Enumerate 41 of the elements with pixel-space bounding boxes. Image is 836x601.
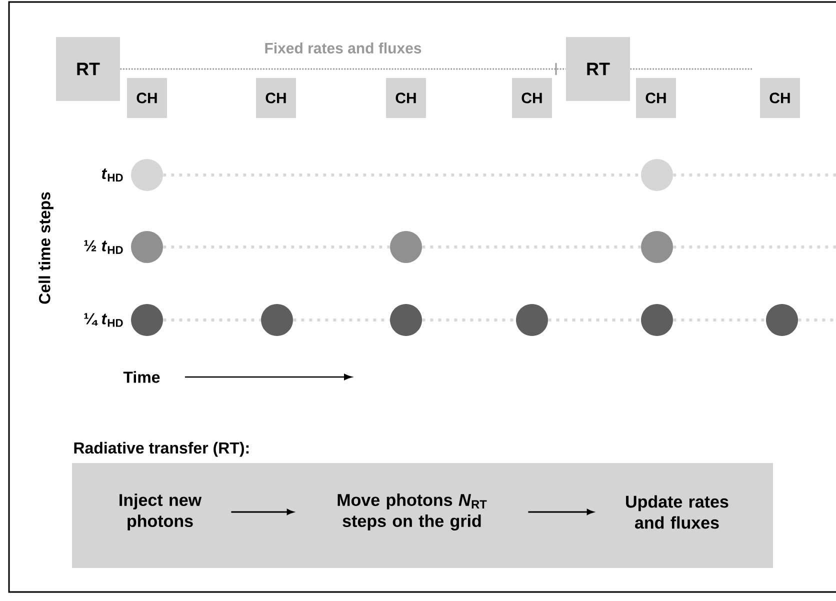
- connector-line: [673, 318, 766, 322]
- connector-line: [673, 246, 836, 248]
- time-step-dot: [516, 304, 548, 336]
- axis-title: Cell time steps: [38, 192, 54, 304]
- panel-heading: Radiative transfer (RT):: [74, 442, 249, 457]
- time-step-dot: [641, 304, 673, 336]
- time-step-dot: [641, 159, 673, 191]
- time-step-dot: [766, 304, 798, 336]
- connector-line: [163, 174, 641, 176]
- connector-line: [548, 318, 641, 322]
- arrow: [231, 509, 294, 515]
- connector-line: [630, 68, 752, 70]
- connector-line: [120, 68, 566, 70]
- time-step-dot: [131, 304, 163, 336]
- arrow: [528, 509, 594, 515]
- time-step-dot: [390, 231, 422, 263]
- step-box: CH: [636, 78, 676, 118]
- process-box: RT: [56, 37, 120, 101]
- step-box: CH: [256, 78, 296, 118]
- time-step-dot: [131, 231, 163, 263]
- time-step-dot: [261, 304, 293, 336]
- time-step-dot: [641, 231, 673, 263]
- edge-label: Fixed rates and fluxes: [263, 41, 423, 54]
- axis-title: Time: [123, 371, 160, 383]
- connector-line: [798, 318, 836, 322]
- connector-line: [422, 246, 641, 248]
- connector-line: [673, 174, 836, 176]
- step-box: CH: [386, 78, 426, 118]
- time-step-dot: [131, 159, 163, 191]
- connector-line: [293, 318, 390, 322]
- connector-line: [163, 318, 261, 322]
- time-step-dot: [390, 304, 422, 336]
- connector-line: [163, 246, 390, 248]
- step-box: CH: [127, 78, 167, 118]
- step-box: CH: [512, 78, 552, 118]
- step-text: Update rates and fluxes: [626, 495, 728, 529]
- step-text: Move photons N$_{RT}$ steps on the grid: [338, 494, 487, 530]
- step-text: Inject new photons: [120, 494, 202, 530]
- step-box: CH: [760, 78, 800, 118]
- process-box: RT: [566, 37, 630, 101]
- connector-line: [422, 318, 516, 322]
